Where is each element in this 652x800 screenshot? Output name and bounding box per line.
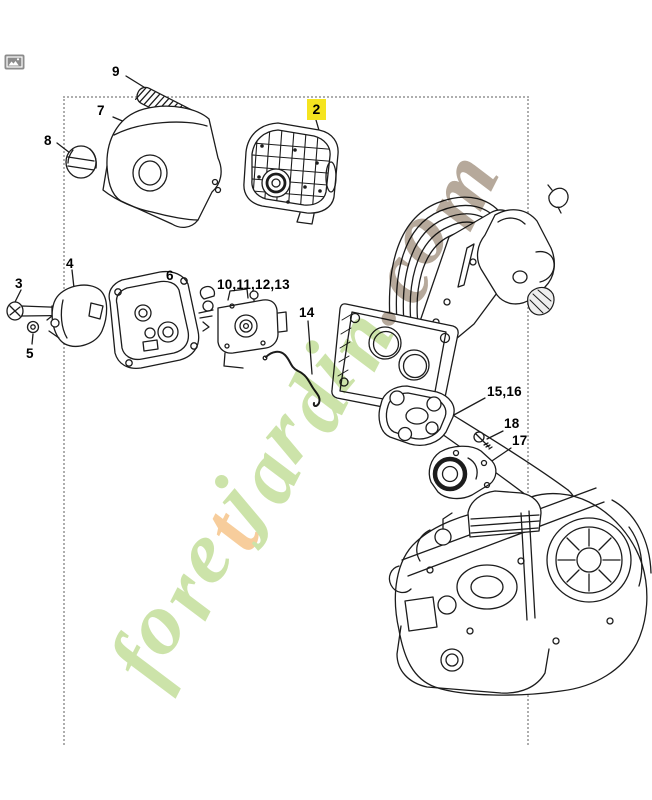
part-label-3: 3 bbox=[15, 276, 23, 291]
part-label-7: 7 bbox=[97, 103, 105, 118]
part-label-14: 14 bbox=[299, 305, 315, 320]
part-label-5: 5 bbox=[26, 346, 34, 361]
part-5-washer-drawing bbox=[26, 320, 40, 334]
part-label-10-11-12-13: 10,11,12,13 bbox=[217, 277, 290, 292]
part-10-13-carburetor-drawing bbox=[198, 285, 288, 369]
part-7-filter-cover-drawing bbox=[102, 105, 222, 228]
part-label-9: 9 bbox=[112, 64, 120, 79]
part-17-manifold-drawing bbox=[428, 445, 497, 500]
part-6-filter-base-drawing bbox=[108, 270, 200, 370]
part-label-2-highlighted[interactable]: 2 bbox=[307, 99, 326, 120]
part-label-6: 6 bbox=[166, 268, 174, 283]
part-14-choke-rod-drawing bbox=[262, 350, 321, 407]
part-label-15-16: 15,16 bbox=[487, 384, 522, 399]
part-label-4: 4 bbox=[66, 256, 74, 271]
broken-image-icon bbox=[4, 54, 25, 75]
part-8-twist-lock-drawing bbox=[65, 145, 97, 179]
handle-assembly-drawing bbox=[388, 184, 569, 353]
engine-assembly-drawing bbox=[388, 487, 652, 696]
part-18-screw-drawing bbox=[473, 431, 493, 450]
part-label-8: 8 bbox=[44, 133, 52, 148]
diagram-dashed-frame bbox=[63, 96, 529, 745]
part-4-cover-drawing bbox=[46, 284, 108, 347]
part-2-air-filter-drawing bbox=[243, 122, 339, 225]
part-label-18: 18 bbox=[504, 416, 520, 431]
part-15-16-spacer-drawing bbox=[378, 385, 455, 447]
part-label-17: 17 bbox=[512, 433, 528, 448]
